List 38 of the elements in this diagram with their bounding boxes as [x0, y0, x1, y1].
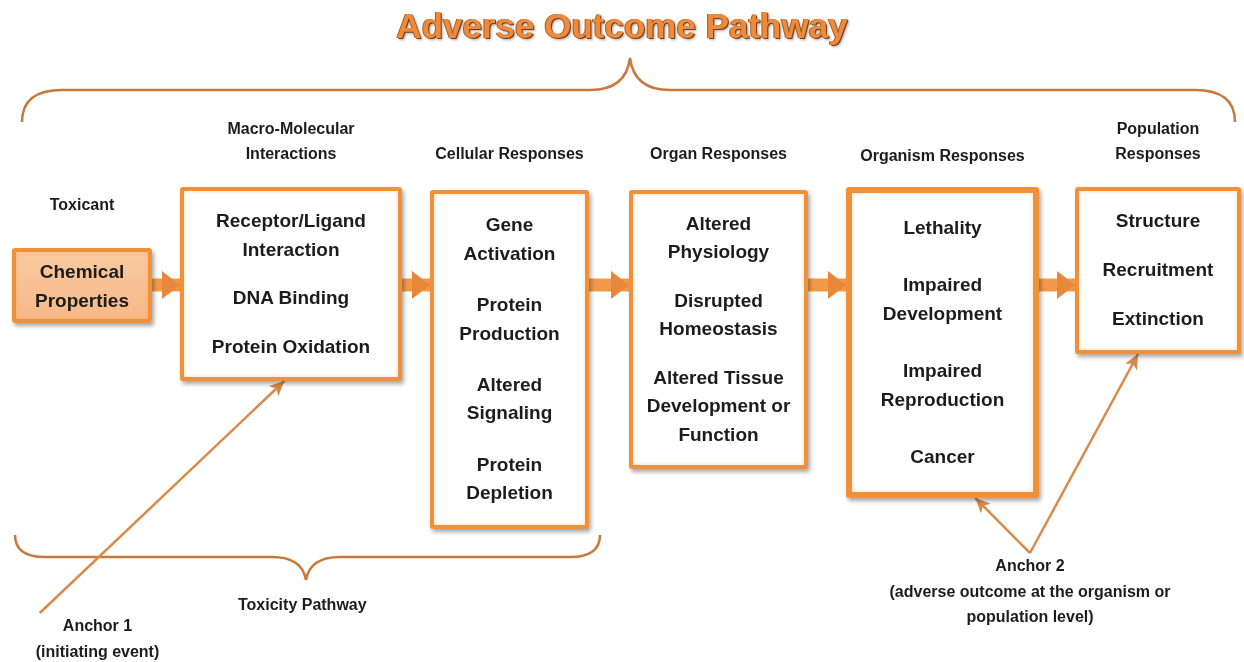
box-item-text: Chemical Properties [34, 260, 130, 313]
box-item-text: Disrupted Homeostasis [658, 288, 779, 342]
box-item-text: Extinction [1112, 307, 1204, 332]
box-item-text: Receptor/Ligand Interaction [215, 209, 367, 262]
box-item-text: Altered Physiology [666, 211, 771, 265]
block-arrow [402, 271, 430, 299]
box-item-text: Impaired Reproduction [879, 359, 1006, 412]
block-arrow [152, 271, 180, 299]
column-heading: Population Responses [1114, 118, 1202, 165]
annotation-text: Anchor 2 [995, 556, 1065, 576]
annotation-text: Anchor 1 [62, 616, 133, 636]
diagram-title: Adverse Outcome Pathway [396, 6, 848, 46]
column-heading: Toxicant [49, 195, 115, 216]
arrow [38, 380, 286, 614]
box-item-text: Lethality [903, 215, 982, 240]
arrow [1028, 353, 1140, 554]
box-item-text: Gene Activation [462, 213, 557, 266]
block-arrow [808, 271, 846, 299]
block-arrow [1039, 271, 1075, 299]
box-item-text: Cancer [910, 445, 975, 469]
box-item-text: Protein Production [458, 293, 561, 346]
arrow [974, 497, 1031, 554]
box-item-text: Structure [1115, 209, 1201, 234]
box-item-text: Protein Oxidation [211, 334, 371, 359]
annotation-text: (adverse outcome at the organism or population level) [888, 581, 1172, 628]
brace-label: Toxicity Pathway [238, 596, 367, 614]
box-item-text: Altered Signaling [465, 372, 554, 426]
box-item-text: Impaired Development [881, 273, 1004, 326]
box-item-text: Protein Depletion [465, 452, 554, 506]
box-item-text: Altered Tissue Development or Function [645, 365, 792, 447]
box-item-text: DNA Binding [232, 286, 350, 310]
column-heading: Organism Responses [860, 146, 1025, 167]
block-arrow [589, 271, 629, 299]
column-heading: Cellular Responses [435, 144, 584, 165]
box-item-text: Recruitment [1102, 258, 1214, 283]
column-heading: Macro-Molecular Interactions [226, 118, 356, 165]
column-heading: Organ Responses [650, 144, 787, 165]
annotation-text: (initiating event) [35, 641, 160, 662]
